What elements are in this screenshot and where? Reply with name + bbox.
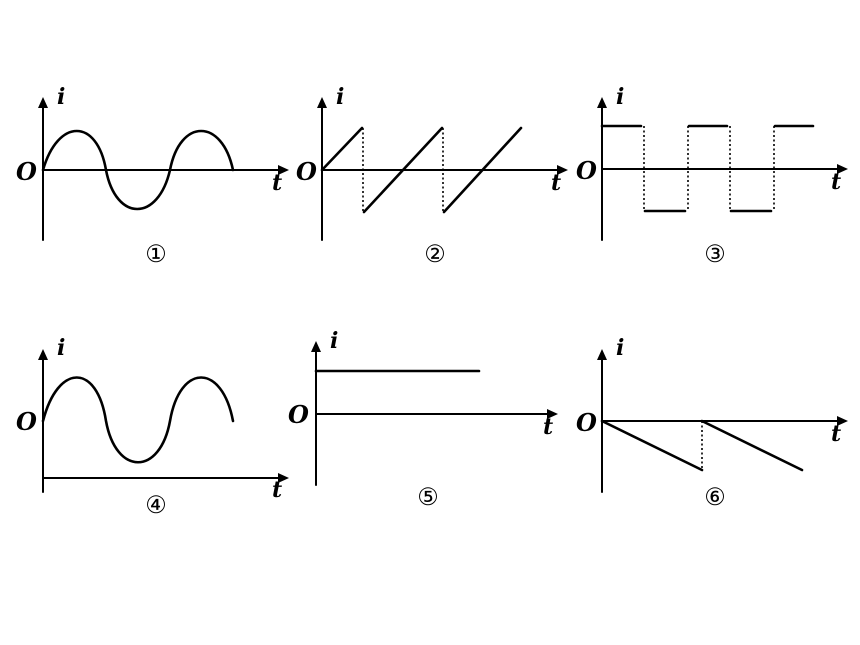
horizontal-axis-label: t — [272, 170, 282, 196]
graph-caption: ⑥ — [704, 483, 726, 511]
horizontal-axis-label: t — [831, 169, 841, 195]
vertical-axis-label: i — [336, 84, 344, 110]
vertical-axis-label: i — [57, 335, 65, 361]
vertical-axis-label: i — [57, 84, 65, 110]
vertical-axis-label: i — [616, 84, 624, 110]
horizontal-axis-label: t — [272, 477, 282, 503]
graph-5: i t O ⑤ — [288, 328, 558, 511]
origin-label: O — [296, 157, 317, 186]
sawtooth-ramps — [320, 126, 523, 214]
graph-3: i t O ③ — [576, 84, 848, 268]
square-wave-transitions — [643, 126, 775, 211]
negative-sawtooth-ramps — [600, 419, 804, 472]
horizontal-axis-arrow — [837, 416, 848, 426]
vertical-axis-arrow — [311, 341, 321, 352]
graph-6: i t O ⑥ — [576, 335, 848, 511]
square-wave-levels — [600, 124, 815, 213]
vertical-axis-arrow — [38, 97, 48, 108]
sawtooth-drops — [362, 128, 444, 212]
horizontal-axis-arrow — [557, 165, 568, 175]
vertical-axis-label: i — [330, 328, 338, 354]
graph-caption: ③ — [704, 240, 726, 268]
origin-label: O — [576, 408, 597, 437]
origin-label: O — [16, 407, 37, 436]
horizontal-axis-arrow — [278, 473, 289, 483]
graph-caption: ⑤ — [417, 483, 439, 511]
horizontal-axis-arrow — [837, 164, 848, 174]
vertical-axis-arrow — [38, 349, 48, 360]
offset-sine-curve — [41, 376, 235, 464]
graph-1: i t O ① — [16, 84, 289, 268]
origin-label: O — [16, 157, 37, 186]
vertical-axis-arrow — [317, 97, 327, 108]
horizontal-axis-label: t — [551, 170, 561, 196]
horizontal-axis-label: t — [543, 414, 553, 440]
vertical-axis-arrow — [597, 97, 607, 108]
horizontal-axis-arrow — [278, 165, 289, 175]
graph-4: i t O ④ — [16, 335, 289, 519]
vertical-axis-label: i — [616, 335, 624, 361]
graph-2: i t O ② — [296, 84, 568, 268]
sine-curve — [41, 129, 235, 211]
vertical-axis-arrow — [597, 349, 607, 360]
origin-label: O — [288, 400, 309, 429]
graph-caption: ④ — [145, 491, 167, 519]
horizontal-axis-label: t — [831, 421, 841, 447]
origin-label: O — [576, 156, 597, 185]
graph-caption: ① — [145, 240, 167, 268]
graph-caption: ② — [424, 240, 446, 268]
horizontal-axis-arrow — [547, 409, 558, 419]
